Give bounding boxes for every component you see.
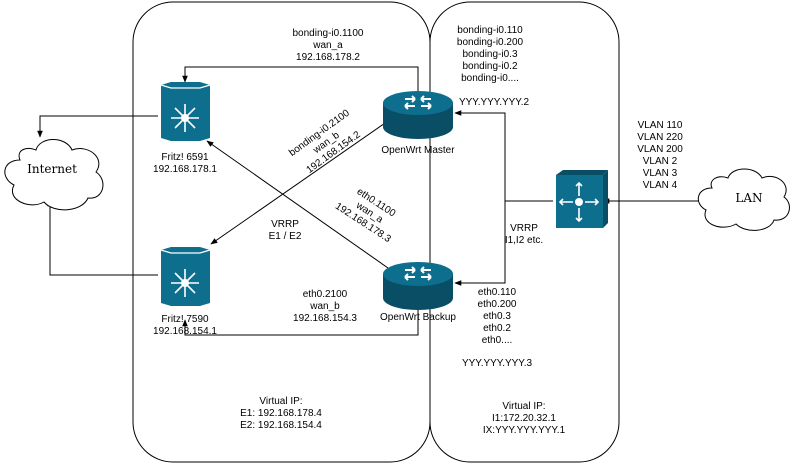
fritz6591-name: Fritz! 6591: [161, 152, 209, 163]
switch-arrows-icon: [558, 181, 600, 223]
vrrp-left-line: E1 / E2: [269, 231, 302, 242]
backup-ip-label: YYY.YYY.YYY.3: [462, 358, 532, 369]
hub-icon: [171, 104, 199, 132]
backup-interface: eth0.110: [478, 287, 517, 298]
vlan-list: VLAN 110 VLAN 220 VLAN 200 VLAN 2 VLAN 3…: [637, 120, 683, 191]
openwrt-backup-name: OpenWrt Backup: [380, 312, 456, 323]
bottom-link-line: eth0.2100: [303, 289, 348, 300]
backup-interface: eth0.200: [478, 299, 517, 310]
backup-interface: eth0....: [482, 335, 513, 346]
top-link-line: wan_a: [312, 40, 343, 51]
link-master-to-fritz6591: [182, 66, 419, 100]
left-virtual-line: E1: 192.168.178.4: [240, 408, 322, 419]
backup-interface: eth0.2: [483, 323, 511, 334]
internet-cloud: Internet: [4, 139, 104, 211]
vrrp-right-label: VRRP I1,I2 etc.: [505, 223, 543, 246]
link-backup-to-fritz6591: [206, 140, 389, 269]
master-interface: bonding-i0.3: [462, 49, 517, 60]
fritz7590-ip: 192.168.154.1: [153, 326, 217, 337]
internet-label: Internet: [27, 162, 77, 176]
link-fritz7590-to-internet: [47, 199, 158, 276]
vrrp-right-line: I1,I2 etc.: [505, 235, 543, 246]
core-switch: [556, 170, 608, 228]
backup-interfaces-label: eth0.110 eth0.200 eth0.3 eth0.2 eth0....: [478, 287, 517, 346]
vlan-item: VLAN 2: [643, 156, 678, 167]
top-link-line: 192.168.178.2: [296, 52, 360, 63]
right-virtual-line: Virtual IP:: [502, 401, 545, 412]
diag-master-label: bonding-i0.2100 wan_b 192.168.154.2: [287, 107, 363, 175]
vlan-item: VLAN 3: [643, 168, 678, 179]
master-ip-label: YYY.YYY.YYY.2: [459, 97, 529, 108]
vlan-item: VLAN 4: [643, 180, 678, 191]
hub-icon: [171, 269, 199, 297]
left-virtual-ip-label: Virtual IP: E1: 192.168.178.4 E2: 192.16…: [240, 396, 322, 431]
master-interface: bonding-i0.200: [457, 37, 524, 48]
right-virtual-ip-label: Virtual IP: I1:172.20.32.1 IX:YYY.YYY.YY…: [483, 401, 566, 436]
right-virtual-line: I1:172.20.32.1: [492, 413, 556, 424]
lan-cloud: LAN: [697, 168, 790, 231]
top-link-label: bonding-i0.1100 wan_a 192.168.178.2: [293, 28, 364, 63]
vrrp-right-line: VRRP: [510, 223, 538, 234]
bottom-link-label: eth0.2100 wan_b 192.168.154.3: [293, 289, 357, 324]
right-virtual-line: IX:YYY.YYY.YYY.1: [483, 425, 566, 436]
vlan-item: VLAN 200: [637, 144, 683, 155]
top-link-line: bonding-i0.1100: [293, 28, 364, 39]
fritz6591-ip: 192.168.178.1: [153, 164, 217, 175]
master-interfaces-label: bonding-i0.110 bonding-i0.200 bonding-i0…: [457, 25, 524, 84]
lan-label: LAN: [735, 191, 762, 205]
bottom-link-line: 192.168.154.3: [293, 313, 357, 324]
vlan-item: VLAN 220: [637, 132, 683, 143]
link-fritz6591-to-internet: [37, 115, 158, 138]
openwrt-backup-router: [383, 262, 453, 310]
bottom-link-line: wan_b: [309, 301, 340, 312]
vrrp-left-line: VRRP: [271, 219, 299, 230]
backup-interface: eth0.3: [483, 311, 511, 322]
master-interface: bonding-i0....: [461, 73, 519, 84]
diag-backup-label: eth0.1100 wan_a 192.168.178.3: [333, 186, 398, 245]
openwrt-master-name: OpenWrt Master: [381, 145, 455, 156]
openwrt-master-router: [383, 91, 453, 139]
link-switch-to-master: [454, 110, 553, 202]
vrrp-left-label: VRRP E1 / E2: [269, 219, 302, 242]
vlan-item: VLAN 110: [638, 120, 683, 131]
master-interface: bonding-i0.110: [457, 25, 523, 36]
link-backup-to-fritz7590: [182, 305, 419, 336]
left-virtual-line: E2: 192.168.154.4: [240, 420, 322, 431]
left-virtual-line: Virtual IP:: [259, 396, 302, 407]
link-master-to-fritz7590: [210, 120, 389, 245]
fritz7590-router: [160, 247, 211, 306]
lan-zone: [429, 1, 620, 463]
link-switch-to-backup: [454, 200, 553, 286]
connections: [37, 66, 700, 336]
fritz6591-router: [160, 82, 211, 141]
fritz7590-name: Fritz! 7590: [161, 314, 209, 325]
master-interface: bonding-i0.2: [462, 61, 517, 72]
